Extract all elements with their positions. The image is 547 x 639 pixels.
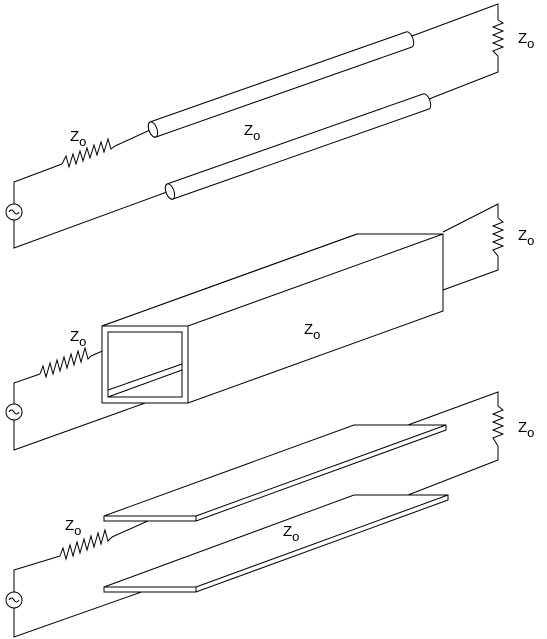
- plate-source-impedance-label: Zo: [65, 517, 81, 538]
- lower-plate: [103, 494, 449, 593]
- load-top-wire: [411, 3, 499, 37]
- source-bottom-wire: [13, 191, 168, 249]
- ac-source-icon: [5, 203, 23, 221]
- resistor-icon: [39, 346, 92, 379]
- resistor-icon: [491, 217, 505, 257]
- source-bottom-wire: [13, 401, 149, 451]
- load-bottom-wire: [442, 256, 499, 291]
- load-bottom-wire: [428, 56, 499, 100]
- waveguide-circuit: Zo Zo Zo: [5, 203, 534, 451]
- plate-line-impedance-label: Zo: [283, 523, 299, 544]
- ac-source-icon: [5, 591, 23, 609]
- load-top-wire: [407, 391, 499, 426]
- parallel-plate-circuit: Zo Zo Zo: [5, 391, 534, 638]
- resistor-icon: [491, 405, 505, 447]
- source-top-wire: [13, 555, 61, 592]
- two-wire-line-circuit: Zo Zo Zo: [5, 3, 534, 249]
- coax-load-impedance-label: Zo: [518, 30, 534, 51]
- plate-load-impedance-label: Zo: [518, 419, 534, 440]
- coax-source-impedance-label: Zo: [70, 128, 86, 149]
- source-top-wire: [13, 373, 41, 404]
- lower-conductor: [164, 93, 432, 200]
- waveguide-load-impedance-label: Zo: [518, 227, 534, 248]
- coax-line-impedance-label: Zo: [244, 122, 260, 143]
- upper-conductor: [147, 31, 415, 138]
- source-top-wire: [13, 163, 63, 204]
- waveguide-source-impedance-label: Zo: [70, 328, 86, 349]
- upper-plate: [103, 424, 447, 522]
- load-top-wire: [442, 203, 499, 233]
- load-bottom-wire: [407, 446, 499, 496]
- resistor-icon: [59, 528, 113, 561]
- source-bottom-wire: [13, 588, 151, 638]
- resistor-icon: [491, 19, 505, 57]
- waveguide-box: [101, 233, 444, 404]
- ac-source-icon: [5, 403, 23, 421]
- waveguide-line-impedance-label: Zo: [304, 321, 320, 342]
- resistor-icon: [61, 137, 116, 169]
